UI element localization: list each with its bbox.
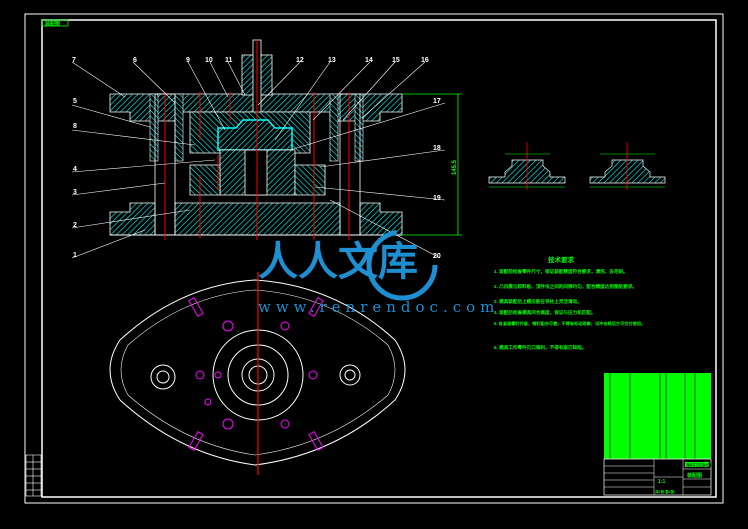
plan-view — [109, 272, 406, 475]
tech-item: 4. 装配后检查模具闭合高度，保证与压力机匹配。 — [494, 309, 596, 316]
outer-frame — [24, 13, 724, 504]
tech-item: 2. 凸凹模与卸料板、顶件块之间的间隙均匀，配合精度达到图纸要求。 — [494, 283, 637, 290]
part-label: 12 — [296, 57, 304, 64]
part-profile-1 — [488, 142, 566, 190]
corner-label-box — [41, 19, 69, 27]
part-label: 3 — [73, 189, 77, 196]
tech-item: 3. 模具装配后上模应能在导柱上灵活滑动。 — [494, 298, 582, 305]
tech-requirements: 技术要求 1. 装配前检查零件尺寸，保证装配精度符合要求，清洗、去毛刺。 2. … — [494, 255, 645, 351]
part-label: 1 — [73, 252, 77, 259]
part-label: 7 — [72, 57, 76, 64]
tech-item: 5. 各紧固螺钉拧紧，销钉配合可靠，不得有松动现象；试冲合格后方可交付使用。 — [494, 320, 645, 327]
part-label: 9 — [186, 57, 190, 64]
part-label: 18 — [433, 145, 441, 152]
title-block-sheet: 共1张 第1张 — [655, 489, 675, 494]
part-label: 2 — [73, 222, 77, 229]
corner-label: 装配图 — [44, 21, 60, 28]
part-label: 17 — [433, 98, 441, 105]
part-label: 13 — [328, 57, 336, 64]
watermark-brand: 人人文库 — [258, 238, 418, 285]
part-label: 8 — [73, 123, 77, 130]
tech-requirements-title: 技术要求 — [548, 255, 575, 264]
inner-frame — [41, 19, 717, 498]
part-label: 11 — [225, 57, 233, 64]
title-block-scale: 1:1 — [658, 479, 665, 485]
part-label: 19 — [433, 195, 441, 202]
watermark-url: www.renrendoc.com — [258, 298, 499, 316]
watermark: 人人文库 www.renrendoc.com — [258, 229, 499, 316]
part-label: 4 — [73, 166, 77, 173]
part-profile-2 — [589, 142, 666, 190]
part-label: 6 — [133, 57, 137, 64]
part-label: 14 — [365, 57, 373, 64]
part-label: 10 — [205, 57, 213, 64]
title-block: 落料拉深复合模 装配图 1:1 共1张 第1张 — [603, 373, 714, 496]
part-label: 20 — [433, 253, 441, 260]
part-labels: 7 6 9 10 11 12 13 14 15 16 17 18 19 20 5… — [72, 57, 441, 260]
part-label: 5 — [73, 98, 77, 105]
part-label: 16 — [421, 57, 429, 64]
tech-item: 1. 装配前检查零件尺寸，保证装配精度符合要求，清洗、去毛刺。 — [494, 268, 628, 275]
tech-item: 6. 模具工作零件刃口锋利，不得有崩刃缺陷。 — [494, 344, 586, 351]
leader-lines — [71, 61, 446, 259]
part-label: 15 — [392, 57, 400, 64]
revision-table — [25, 454, 42, 497]
height-dimension: 145.5 — [452, 159, 458, 175]
section-view: 145.5 — [109, 39, 462, 240]
title-block-title: 落料拉深复合模 — [686, 462, 714, 468]
title-block-drawing-no: 装配图 — [686, 472, 702, 479]
